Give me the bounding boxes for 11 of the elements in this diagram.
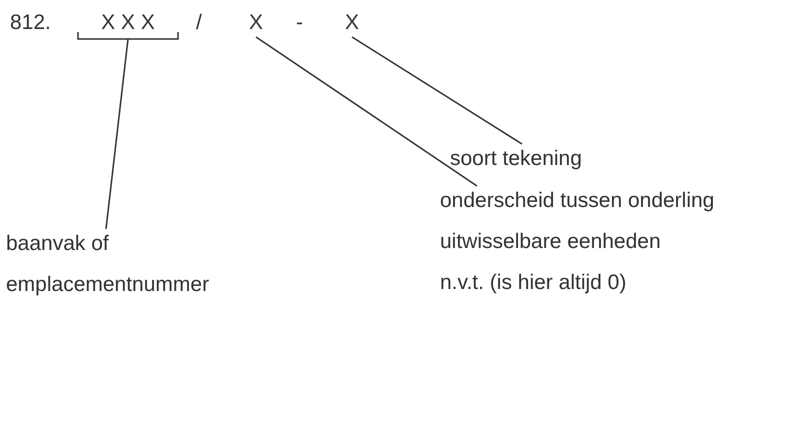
code-position-label: X X X: [76, 2, 180, 43]
code-text: 812.: [10, 10, 51, 36]
leader-line: [256, 36, 478, 187]
code-text: -: [296, 10, 303, 36]
code-position-label: X: [244, 2, 268, 43]
leader-line: [105, 38, 129, 230]
code-text: /: [196, 10, 202, 36]
leader-line: [352, 36, 522, 145]
description-text: soort tekening: [450, 138, 650, 179]
code-position-label: X: [340, 2, 364, 43]
description-text: n.v.t. (is hier altijd 0): [440, 270, 628, 296]
